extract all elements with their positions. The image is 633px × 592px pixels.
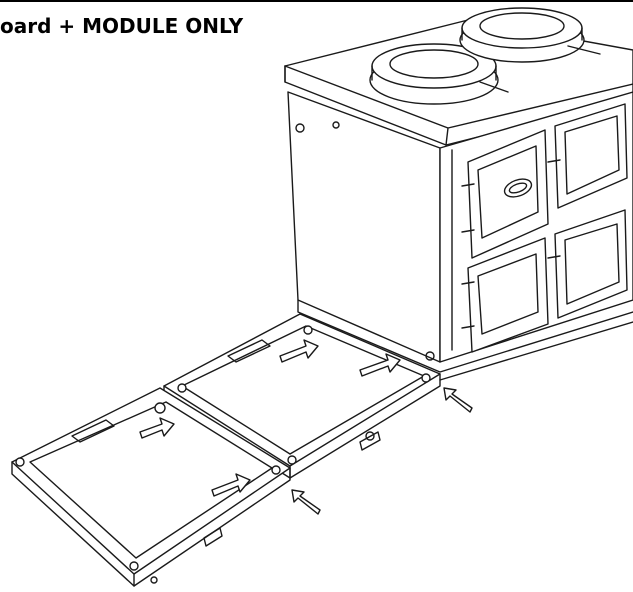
fixing-bolt-icon — [15, 457, 25, 467]
arrow-icon — [443, 387, 473, 413]
oven-door-icon — [461, 129, 549, 259]
arrow-icon — [359, 353, 401, 377]
fixing-bolt-icon — [129, 561, 139, 571]
arrow-icon — [211, 473, 251, 497]
hotplate-lid-icon — [369, 43, 509, 105]
fixing-bolt-icon — [154, 402, 166, 414]
fixing-bolt-icon — [271, 465, 281, 475]
hotplate-lid-icon — [459, 7, 601, 63]
arrow-icon — [139, 417, 175, 439]
header-rule — [0, 0, 633, 2]
oven-door-icon — [461, 237, 549, 353]
fixing-bolt-icon — [425, 351, 435, 361]
fixing-bolt-icon — [365, 431, 375, 441]
fixing-bolt-icon — [150, 576, 158, 584]
fixing-bolt-icon — [295, 123, 305, 133]
fixing-bolt-icon — [332, 121, 340, 129]
arrow-icon — [279, 339, 319, 363]
arrow-icon — [291, 489, 321, 515]
fixing-bolt-icon — [303, 325, 313, 335]
fixing-bolt-icon — [177, 383, 187, 393]
plinth-frame-icon — [11, 387, 291, 587]
plinth-frame-icon — [163, 313, 633, 479]
badge-icon — [503, 178, 533, 198]
oven-door-icon — [547, 103, 628, 209]
fixing-bolt-icon — [287, 455, 297, 465]
oven-door-icon — [547, 209, 628, 319]
diagram-heading: oard + MODULE ONLY — [0, 14, 244, 38]
fixing-bolt-icon — [421, 373, 431, 383]
